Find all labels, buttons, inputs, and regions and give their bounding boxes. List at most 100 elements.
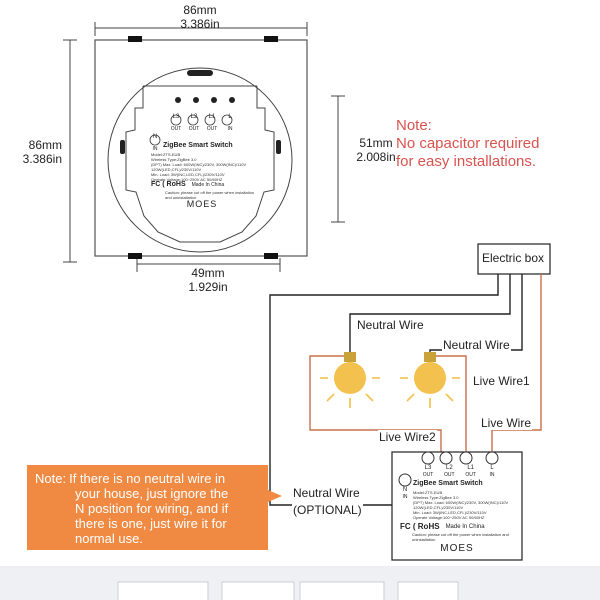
- plate-clip: [264, 253, 278, 259]
- terminal-label: L3: [172, 114, 180, 120]
- callout-line: N position for wiring, and if: [75, 501, 229, 516]
- note-line: No capacitor required: [396, 135, 540, 152]
- top-cert-row: FC ( RoHS Made In China: [151, 181, 277, 188]
- terminal-label: L1: [467, 465, 474, 471]
- callout-line: there is one, just wire it for: [75, 516, 227, 531]
- bulb-1: [320, 352, 380, 408]
- top-terminal-row: [149, 114, 233, 146]
- live-wire-1-label: Live Wire1: [472, 374, 531, 388]
- live-wire-label: Live Wire: [480, 416, 533, 430]
- bottom-cert-row: FC ( RoHS Made In China: [400, 522, 520, 531]
- spec-line: Wireless Type:ZigBee 3.0: [413, 495, 459, 500]
- spec-line: (DPT) Max. Load: 600W(INC)/230V, 300W(IN…: [151, 162, 247, 167]
- neutral-wire-label: Neutral Wire: [442, 338, 511, 352]
- electric-box: [477, 243, 551, 275]
- top-dimension-text: 86mm 3.386in: [150, 3, 250, 31]
- top-switch-specs: Model:ZTS-EUB Wireless Type:ZigBee 3.0 (…: [151, 152, 277, 182]
- electric-box-label: Electric box: [482, 251, 545, 265]
- note-line: for easy installations.: [396, 153, 537, 170]
- spec-line: Operate Voltage:100~250V AC 50/60HZ: [413, 515, 485, 520]
- bottom-brand-logo: MOES: [440, 543, 474, 554]
- callout-head: Note:: [35, 471, 67, 486]
- module-inner-outline: [125, 86, 275, 243]
- callout-line: your house, just ignore the: [75, 486, 229, 501]
- thumbnail-3: [299, 581, 385, 600]
- bottom-dim-mm: 49mm: [191, 266, 225, 280]
- spec-line: Min. Load: 3W(INC,LED,CFL)/230V/110V: [151, 172, 225, 177]
- right-dim-in: 2.008in: [356, 150, 396, 164]
- thumbnail-2: [221, 581, 295, 600]
- top-switch-title: ZigBee Smart Switch: [163, 142, 233, 149]
- neutral-optional-sublabel: (OPTIONAL): [292, 503, 363, 517]
- cert-marks: FC ( RoHS: [400, 522, 440, 531]
- plate-clip: [264, 36, 278, 42]
- bottom-switch-title: ZigBee Smart Switch: [413, 480, 483, 487]
- spec-line: Model:ZTS-EUB: [413, 490, 443, 495]
- terminal-sublabel: OUT: [465, 472, 476, 478]
- terminal-sublabel: OUT: [422, 472, 434, 478]
- top-dim-mm: 86mm: [183, 3, 217, 17]
- plate-clip: [128, 36, 142, 42]
- side-slot: [120, 140, 125, 154]
- neutral-wire-bulb1: [349, 274, 511, 356]
- bottom-n-sublabel: IN: [402, 494, 408, 500]
- top-n-label: N: [152, 134, 158, 140]
- live-wire-2: [309, 355, 442, 453]
- neutral-note-callout: Note: If there is no neutral wire in you…: [27, 465, 268, 550]
- terminal-sublabel: OUT: [170, 126, 182, 132]
- terminal-sublabel: IN: [489, 472, 495, 478]
- live-wire-1: [430, 355, 467, 453]
- bottom-n-label: N: [402, 487, 408, 493]
- callout-line: If there is no neutral wire in: [69, 471, 226, 486]
- callout-pointer: [268, 490, 282, 502]
- terminal-screw: [211, 97, 217, 103]
- plate-clip: [128, 253, 142, 259]
- bottom-dim-in: 1.929in: [188, 280, 228, 294]
- side-slot: [276, 140, 281, 154]
- neutral-wire-main: [269, 274, 499, 460]
- spec-line: Model:ZTS-EUB: [151, 152, 181, 157]
- module-notch: [187, 70, 213, 76]
- top-caution-text: Caution: please cut off the power when i…: [165, 190, 255, 200]
- terminal-screw: [193, 97, 199, 103]
- terminal-sublabel: IN: [227, 126, 233, 132]
- terminal-sublabel: OUT: [206, 126, 218, 132]
- spec-line: Wireless Type:ZigBee 3.0: [151, 157, 197, 162]
- spec-line: 120W(LED,CFL)/230V/110V: [413, 505, 464, 510]
- terminal-screw: [175, 97, 181, 103]
- live-wire-2-label: Live Wire2: [378, 430, 437, 444]
- spec-line: Min. Load: 3W(INC,LED,CFL)/230V/110V: [413, 510, 487, 515]
- terminal-label: L2: [445, 465, 453, 471]
- note-title: Note:: [396, 117, 432, 134]
- module-round-body: [107, 67, 293, 253]
- top-brand-logo: MOES: [186, 199, 218, 209]
- terminal-label: L: [490, 465, 494, 471]
- neutral-wire-label: Neutral Wire: [356, 318, 425, 332]
- terminal-label: L2: [190, 114, 198, 120]
- bulb-2: [400, 352, 460, 408]
- left-dim-in: 3.386in: [22, 152, 62, 166]
- top-n-sublabel: IN: [152, 146, 158, 152]
- bottom-switch-specs: Model:ZTS-EUB Wireless Type:ZigBee 3.0 (…: [413, 490, 519, 520]
- bottom-terminal-sublabels: OUT OUT OUT IN: [419, 472, 501, 478]
- thumbnail-1: [117, 581, 209, 600]
- cert-marks: FC ( RoHS: [151, 181, 186, 188]
- spec-line: (DPT) Max. Load: 600W(INC)/230V, 300W(IN…: [413, 500, 509, 505]
- right-dimension-text: 51mm 2.008in: [344, 136, 408, 164]
- spec-line: Operate Voltage:100~250V AC 50/60HZ: [151, 177, 223, 182]
- terminal-sublabel: OUT: [188, 126, 200, 132]
- left-dim-mm: 86mm: [28, 138, 62, 152]
- bottom-terminal-labels: L3 L2 L1 L: [419, 465, 501, 471]
- live-wire-main: [491, 274, 542, 453]
- bottom-switch-box: [391, 451, 523, 561]
- callout-line: normal use.: [75, 531, 143, 546]
- neutral-optional-label: Neutral Wire: [292, 486, 361, 500]
- terminal-label: L1: [208, 114, 216, 120]
- made-in-label: Made In China: [191, 181, 225, 188]
- thumbnail-4: [397, 581, 459, 600]
- made-in-label: Made In China: [445, 523, 485, 530]
- capacitor-note: Note: No capacitor required for easy ins…: [396, 117, 596, 171]
- terminal-screw: [229, 97, 235, 103]
- terminal-label: L: [228, 114, 232, 120]
